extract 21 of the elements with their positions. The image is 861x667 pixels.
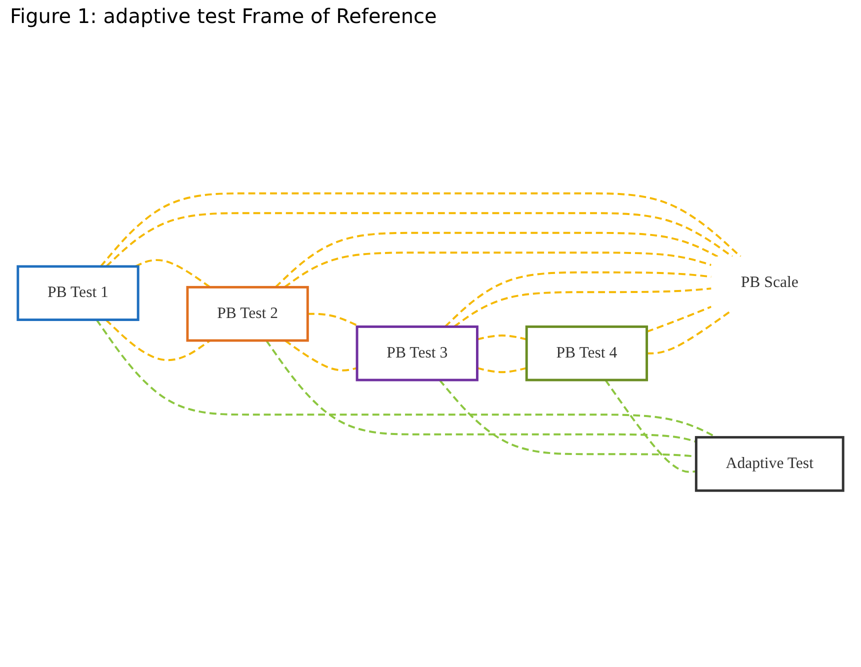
- node-box: PB Test 2: [186, 286, 309, 342]
- connector: [604, 379, 696, 473]
- connector: [477, 334, 527, 340]
- connector: [134, 259, 211, 288]
- connector: [284, 252, 712, 288]
- connector: [106, 212, 733, 268]
- connector: [646, 306, 712, 333]
- connector: [453, 288, 712, 328]
- node-box: Adaptive Test: [694, 436, 844, 492]
- connector: [100, 192, 742, 268]
- connector: [444, 271, 712, 328]
- connector: [105, 319, 211, 362]
- figure-title: Figure 1: adaptive test Frame of Reference: [10, 4, 438, 28]
- connector: [477, 367, 527, 374]
- connector: [274, 232, 718, 288]
- node-box: PB Test 3: [356, 325, 478, 382]
- node-text: PB Scale: [740, 274, 798, 292]
- connector: [266, 340, 696, 443]
- node-box: PB Test 1: [16, 265, 140, 322]
- node-box: PB Test 4: [525, 325, 648, 382]
- connector: [284, 340, 358, 372]
